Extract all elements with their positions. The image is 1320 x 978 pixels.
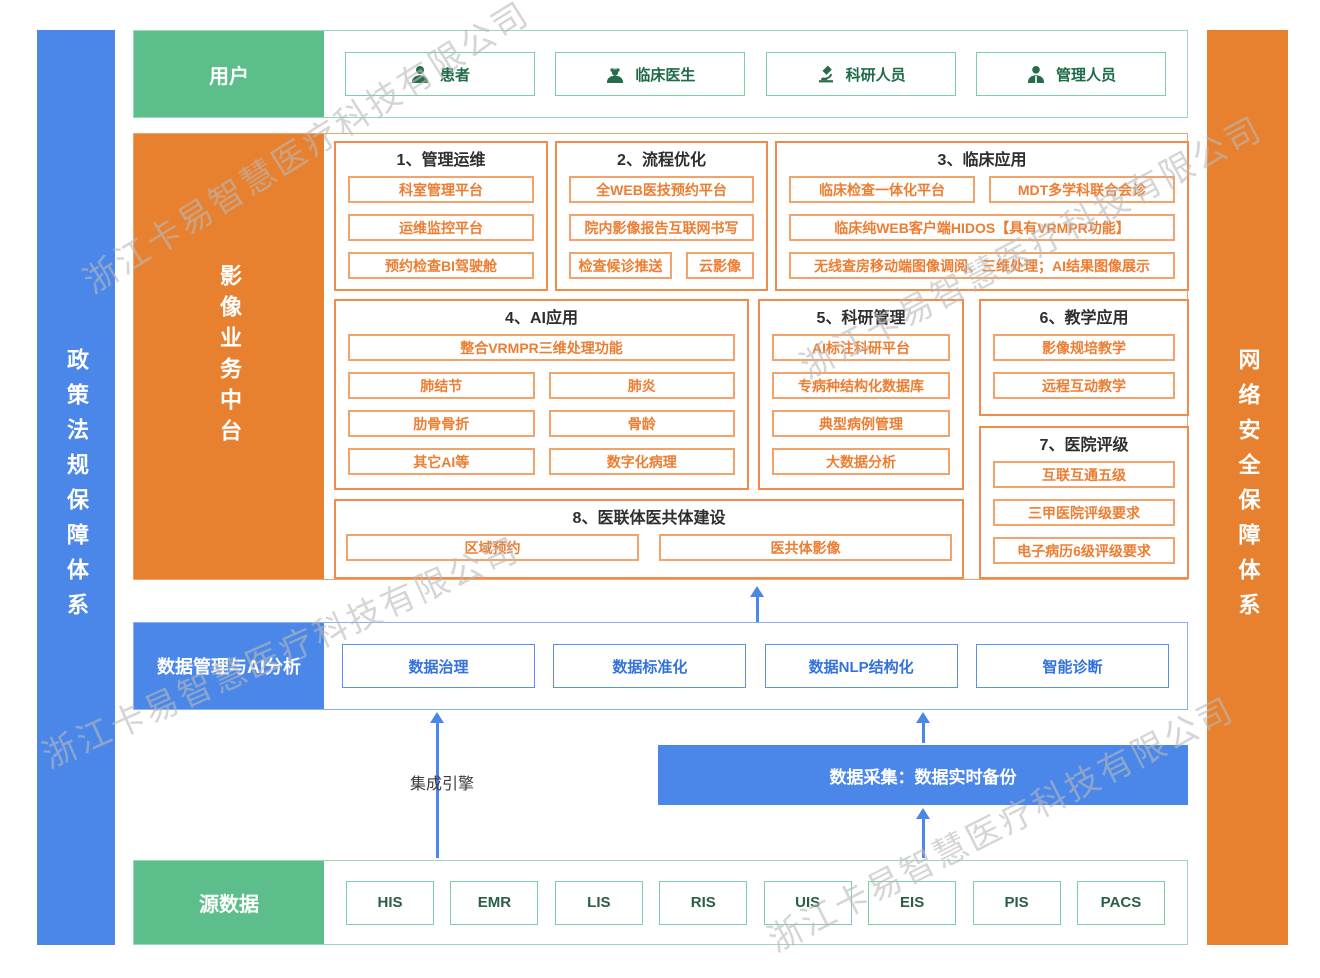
arrow-head	[430, 712, 444, 723]
source-data-items: HIS EMR LIS RIS UIS EIS PIS PACS	[324, 861, 1187, 944]
source-item: PACS	[1076, 880, 1165, 925]
source-item: LIS	[554, 880, 643, 925]
policy-regulation-label: 政策法规保障体系	[64, 347, 89, 628]
data-management-row: 数据管理与AI分析 数据治理 数据标准化 数据NLP结构化 智能诊断	[133, 622, 1188, 710]
section-title: 1、管理运维	[396, 152, 486, 169]
user-item-label: 科研人员	[845, 66, 906, 84]
section-title: 5、科研管理	[816, 310, 906, 327]
user-row-items: 患者 临床医生 科研人员	[324, 31, 1187, 117]
platform-item: 数字化病理	[548, 448, 735, 475]
arrow-integration-engine	[430, 712, 444, 858]
section-hospital-rating: 7、医院评级 互联互通五级 三甲医院评级要求 电子病历6级评级要求	[979, 426, 1189, 579]
section-title: 3、临床应用	[937, 152, 1027, 169]
platform-item: 肋骨骨折	[348, 410, 535, 437]
section-title: 7、医院评级	[1039, 437, 1129, 454]
user-item-label: 管理人员	[1055, 66, 1116, 84]
admin-icon	[1027, 66, 1044, 83]
platform-item: 专病种结构化数据库	[772, 372, 950, 399]
source-item: PIS	[972, 880, 1061, 925]
arrow-up-to-platform	[750, 586, 764, 622]
platform-item: 临床检查一体化平台	[789, 176, 975, 203]
user-item-patient: 患者	[345, 52, 535, 96]
platform-item: 典型病例管理	[772, 410, 950, 437]
section-clinical-application: 3、临床应用 临床检查一体化平台 MDT多学科联合会诊 临床纯WEB客户端HID…	[775, 141, 1189, 291]
platform-item: 电子病历6级评级要求	[993, 537, 1175, 564]
arrow-line	[921, 819, 925, 858]
user-row-header: 用户	[134, 31, 324, 117]
data-collection-box: 数据采集：数据实时备份	[658, 745, 1188, 805]
section-title: 4、AI应用	[505, 310, 578, 327]
user-item-admin: 管理人员	[975, 52, 1166, 96]
source-item: EIS	[868, 880, 957, 925]
imaging-platform-header: 影像业务中台	[134, 134, 324, 579]
platform-item: 区域预约	[346, 534, 639, 561]
arrow-collection-to-data-layer	[916, 712, 930, 743]
arrow-source-to-collection	[916, 808, 930, 858]
user-item-label: 患者	[439, 66, 470, 84]
integration-engine-label: 集成引擎	[409, 776, 474, 793]
imaging-platform-row: 影像业务中台 1、管理运维 科室管理平台 运维监控平台 预约检查BI驾驶舱 2、…	[133, 133, 1189, 580]
section-ai-application: 4、AI应用 整合VRMPR三维处理功能 肺结节 肺炎 肋骨骨折 骨龄 其它AI…	[334, 299, 749, 490]
platform-item: 整合VRMPR三维处理功能	[348, 334, 735, 361]
user-row: 用户 患者 临床医生	[133, 30, 1188, 118]
platform-item: 检查候诊推送	[569, 252, 673, 279]
platform-item: 肺结节	[348, 372, 535, 399]
arrow-line	[435, 723, 439, 858]
platform-item: 无线查房移动端图像调阅、三维处理；AI结果图像展示	[789, 252, 1175, 279]
platform-item: 医共体影像	[659, 534, 952, 561]
platform-item: 预约检查BI驾驶舱	[348, 252, 534, 279]
data-item: 数据治理	[342, 644, 535, 688]
user-item-doctor: 临床医生	[555, 52, 746, 96]
policy-regulation-bar: 政策法规保障体系	[37, 30, 115, 945]
section-research-management: 5、科研管理 AI标注科研平台 专病种结构化数据库 典型病例管理 大数据分析	[758, 299, 964, 490]
platform-item: 三甲医院评级要求	[993, 499, 1175, 526]
microscope-icon	[818, 65, 833, 83]
platform-item: 肺炎	[548, 372, 735, 399]
section-teaching-application: 6、教学应用 影像规培教学 远程互动教学	[979, 299, 1189, 416]
section-title: 8、医联体医共体建设	[572, 510, 726, 527]
source-item: EMR	[450, 880, 539, 925]
data-management-header: 数据管理与AI分析	[134, 623, 324, 709]
section-process-optimization: 2、流程优化 全WEB医技预约平台 院内影像报告互联网书写 检查候诊推送 云影像	[555, 141, 768, 291]
user-item-label: 临床医生	[635, 66, 696, 84]
platform-item: 大数据分析	[772, 448, 950, 475]
platform-item: 影像规培教学	[993, 334, 1175, 361]
section-management-ops: 1、管理运维 科室管理平台 运维监控平台 预约检查BI驾驶舱	[334, 141, 548, 291]
platform-item: 骨龄	[548, 410, 735, 437]
platform-item: 临床纯WEB客户端HIDOS【具有VRMPR功能】	[789, 214, 1175, 241]
source-item: UIS	[763, 880, 852, 925]
arrow-head	[916, 808, 930, 819]
platform-item: 其它AI等	[348, 448, 535, 475]
source-data-row: 源数据 HIS EMR LIS RIS UIS EIS PIS PACS	[133, 860, 1188, 945]
arrow-head	[750, 586, 764, 597]
section-title: 6、教学应用	[1039, 310, 1129, 327]
arrow-head	[916, 712, 930, 723]
patient-icon	[411, 66, 428, 83]
doctor-icon	[607, 68, 624, 83]
imaging-platform-label: 影像业务中台	[217, 263, 242, 450]
data-item: 数据标准化	[553, 644, 747, 688]
data-item: 智能诊断	[975, 644, 1169, 688]
section-title: 2、流程优化	[617, 152, 706, 169]
source-item: RIS	[659, 880, 748, 925]
platform-item: 科室管理平台	[348, 176, 534, 203]
platform-item: 远程互动教学	[993, 372, 1175, 399]
platform-item: 运维监控平台	[348, 214, 534, 241]
data-item: 数据NLP结构化	[764, 644, 958, 688]
platform-item: 全WEB医技预约平台	[569, 176, 754, 203]
platform-item: MDT多学科联合会诊	[989, 176, 1175, 203]
platform-item: 互联互通五级	[993, 461, 1175, 488]
data-management-items: 数据治理 数据标准化 数据NLP结构化 智能诊断	[324, 623, 1187, 709]
source-data-header: 源数据	[134, 861, 324, 944]
arrow-line	[755, 597, 759, 622]
user-item-researcher: 科研人员	[765, 52, 956, 96]
section-medical-alliance: 8、医联体医共体建设 区域预约 医共体影像	[334, 499, 964, 579]
platform-item: 院内影像报告互联网书写	[569, 214, 754, 241]
platform-item: AI标注科研平台	[772, 334, 950, 361]
network-security-label: 网络安全保障体系	[1235, 347, 1261, 628]
platform-item: 云影像	[686, 252, 754, 279]
network-security-bar: 网络安全保障体系	[1207, 30, 1288, 945]
source-item: HIS	[346, 880, 434, 925]
arrow-line	[921, 723, 925, 743]
